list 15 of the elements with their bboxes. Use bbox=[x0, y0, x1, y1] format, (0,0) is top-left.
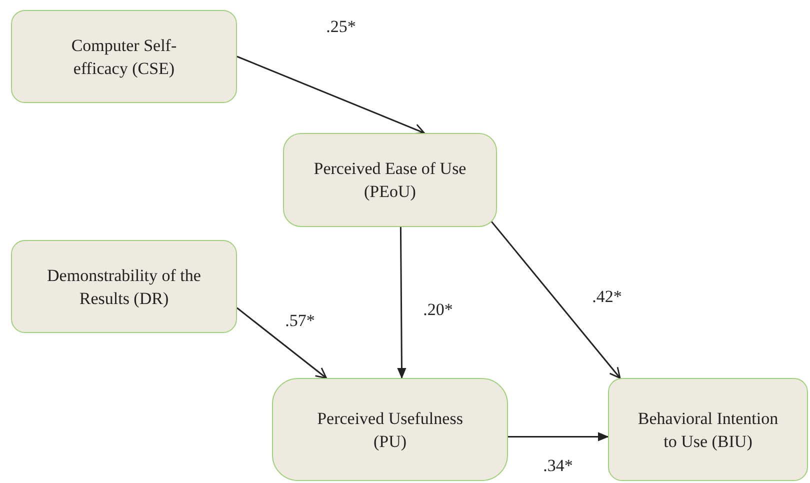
construct-label: Perceived Ease of Use (PEoU) bbox=[312, 158, 468, 203]
arrow bbox=[236, 56, 425, 135]
construct-box bbox=[11, 240, 237, 333]
arrow bbox=[236, 307, 327, 379]
construct-label: Behavioral Intention to Use (BIU) bbox=[636, 408, 780, 452]
construct-box bbox=[608, 378, 808, 481]
construct-box bbox=[283, 133, 497, 227]
construct-label: Computer Self-efficacy (CSE) bbox=[70, 34, 178, 80]
construct-label: Perceived Usefulness (PU) bbox=[316, 408, 464, 452]
arrow bbox=[508, 432, 609, 442]
construct-label: Demonstrability of the Results (DR) bbox=[46, 264, 202, 310]
construct-box bbox=[11, 10, 237, 103]
arrow bbox=[397, 227, 406, 379]
arrow bbox=[490, 220, 621, 379]
construct-box bbox=[272, 378, 508, 481]
